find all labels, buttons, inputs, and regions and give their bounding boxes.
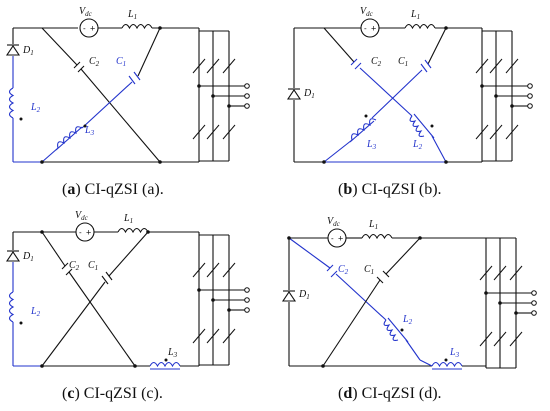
label-c2-c: C2 xyxy=(69,260,80,272)
label-l3-b: L3 xyxy=(366,139,377,151)
label-l3-a: L3 xyxy=(84,125,95,137)
diode-d1-c xyxy=(6,250,20,262)
inverter-bridge-a xyxy=(192,30,250,162)
inverter-bridge-d xyxy=(479,237,537,369)
label-d1-b: D1 xyxy=(303,88,315,100)
label-c2-d: C2 xyxy=(338,264,349,276)
label-l1-b: L1 xyxy=(410,9,420,21)
label-vdc-d: Vdc xyxy=(327,216,341,228)
label-l2-c: L2 xyxy=(30,306,41,318)
label-l1-c: L1 xyxy=(123,213,133,225)
vdc-source-d xyxy=(327,228,347,248)
diode-d1-a xyxy=(6,44,20,56)
vdc-source-c xyxy=(75,222,95,242)
caption-b: (b) CI-qZSI (b). xyxy=(338,181,442,198)
caption-a: (a) CI-qZSI (a). xyxy=(62,181,164,198)
panel-a: Vdc L1 C2 C1 L2 L3 D1 xyxy=(6,6,250,164)
label-vdc-c: Vdc xyxy=(75,210,89,222)
label-c1-d: C1 xyxy=(364,264,374,276)
label-l2-a: L2 xyxy=(30,102,41,114)
diode-d1-d xyxy=(282,290,296,302)
inductor-l2-a xyxy=(8,87,14,119)
label-d1-c: D1 xyxy=(22,251,34,263)
panel-d: Vdc L1 C2 C1 L2 L3 D1 xyxy=(282,216,537,370)
caption-d: (d) CI-qZSI (d). xyxy=(338,385,442,402)
label-d1-a: D1 xyxy=(22,45,34,57)
label-c2-a: C2 xyxy=(89,56,100,68)
label-c1-b: C1 xyxy=(398,56,408,68)
inductor-l2-c xyxy=(8,291,14,323)
label-l3-d: L3 xyxy=(449,347,460,359)
inductor-l2-b xyxy=(409,115,425,137)
inductor-l2-d xyxy=(383,319,399,341)
label-l3-c: L3 xyxy=(167,347,178,359)
caption-c: (c) CI-qZSI (c). xyxy=(62,385,163,402)
label-c1-a: C1 xyxy=(116,56,126,68)
label-d1-d: D1 xyxy=(298,289,310,301)
inverter-bridge-c xyxy=(192,234,250,366)
label-l1-a: L1 xyxy=(127,9,137,21)
label-c1-c: C1 xyxy=(88,260,98,272)
label-c2-b: C2 xyxy=(371,56,382,68)
inductor-l1-b xyxy=(404,23,436,29)
inductor-l1-d xyxy=(361,233,393,239)
inductor-l3-c xyxy=(149,361,181,367)
panel-c: Vdc L1 C2 C1 L2 L3 D1 xyxy=(6,210,250,370)
label-l1-d: L1 xyxy=(368,219,378,231)
diode-d1-b xyxy=(287,88,301,100)
label-l2-b: L2 xyxy=(412,139,423,151)
label-vdc-a: Vdc xyxy=(79,6,93,18)
vdc-source-b xyxy=(360,18,380,38)
vdc-source-a xyxy=(79,18,99,38)
inverter-bridge-b xyxy=(475,30,533,162)
inductor-l1-a xyxy=(121,23,153,29)
inductor-l1-c xyxy=(117,227,149,233)
label-l2-d: L2 xyxy=(402,314,413,326)
label-vdc-b: Vdc xyxy=(360,6,374,18)
inductor-l3-d xyxy=(431,361,463,367)
panel-b: Vdc L1 C2 C1 L3 L2 D1 xyxy=(287,6,533,164)
